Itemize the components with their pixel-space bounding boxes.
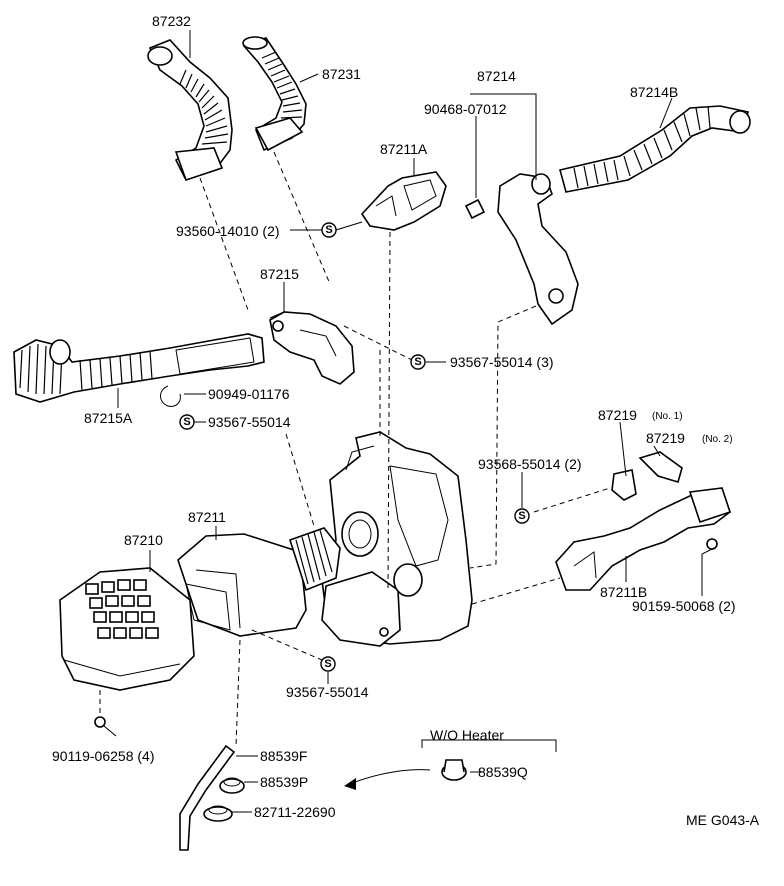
s-marker: S (179, 414, 195, 430)
label-90949-01176: 90949-01176 (208, 386, 290, 402)
label-87214B: 87214B (630, 84, 678, 100)
screw-90159 (706, 538, 718, 550)
label-87232: 87232 (152, 13, 191, 29)
label-90119-06258: 90119-06258 (4) (52, 748, 154, 764)
s-marker: S (410, 354, 426, 370)
svg-text:S: S (183, 416, 190, 428)
label-87211: 87211 (188, 509, 226, 525)
hose-87215A (13, 333, 265, 403)
duct-87211 (177, 527, 341, 637)
connection-lines (99, 151, 611, 747)
label-87214: 87214 (477, 68, 516, 84)
label-87211B: 87211B (600, 584, 647, 600)
label-90159-50068: 90159-50068 (2) (632, 598, 736, 614)
label-87219-no2: 87219 (646, 430, 685, 446)
svg-text:S: S (414, 356, 421, 368)
grommet-88539P (219, 777, 245, 794)
label-93567-55014-b: 93567-55014 (286, 684, 369, 700)
wo-heater-arrow (344, 769, 431, 790)
duct-87214 (497, 173, 579, 326)
hose-87232 (147, 39, 233, 182)
bracket-87219-no1 (611, 469, 637, 501)
blower-87210 (59, 567, 195, 691)
label-88539Q: 88539Q (478, 764, 528, 780)
label-93560-14010: 93560-14010 (2) (176, 223, 280, 239)
label-87215: 87215 (260, 266, 299, 282)
pipe-88539F (179, 744, 236, 851)
bracket-87219-no2 (638, 451, 683, 483)
svg-text:S: S (518, 510, 525, 522)
bolt-90119 (94, 716, 117, 737)
label-87219-no1: 87219 (598, 407, 637, 423)
label-93567-55014-a: 93567-55014 (208, 414, 291, 430)
blower-grille (85, 579, 159, 639)
label-87211A: 87211A (380, 141, 428, 157)
grommet-88539Q (441, 759, 467, 781)
label-88539P: 88539P (260, 774, 308, 790)
label-87219-no1-note: (No. 1) (652, 411, 683, 422)
label-93568-55014: 93568-55014 (2) (478, 456, 582, 472)
duct-87211B (555, 487, 732, 591)
label-87215A: 87215A (84, 410, 133, 426)
hose-87231 (242, 36, 307, 152)
label-82711-22690: 82711-22690 (254, 804, 336, 820)
svg-text:S: S (325, 224, 332, 236)
duct-87211A (360, 171, 447, 231)
label-90468-07012: 90468-07012 (424, 101, 507, 117)
svg-text:S: S (324, 658, 331, 670)
label-87219-no2-note: (No. 2) (702, 434, 733, 445)
label-87231: 87231 (322, 66, 361, 82)
label-87210: 87210 (124, 532, 163, 548)
label-93567-55014-3: 93567-55014 (3) (450, 354, 554, 370)
clip-90468 (464, 198, 486, 220)
s-marker: S (514, 508, 530, 524)
duct-87215 (269, 311, 355, 385)
s-marker: S (321, 222, 337, 238)
s-marker: S (320, 656, 336, 672)
label-88539F: 88539F (260, 748, 307, 764)
wo-heater-label: W/O Heater (430, 727, 504, 743)
hose-87214B (559, 105, 751, 193)
heater-unit (321, 431, 473, 647)
figure-code: ME G043-A (686, 812, 760, 828)
clip-90949 (160, 385, 181, 407)
leader-lines (117, 30, 715, 813)
clamp-82711 (203, 805, 233, 822)
